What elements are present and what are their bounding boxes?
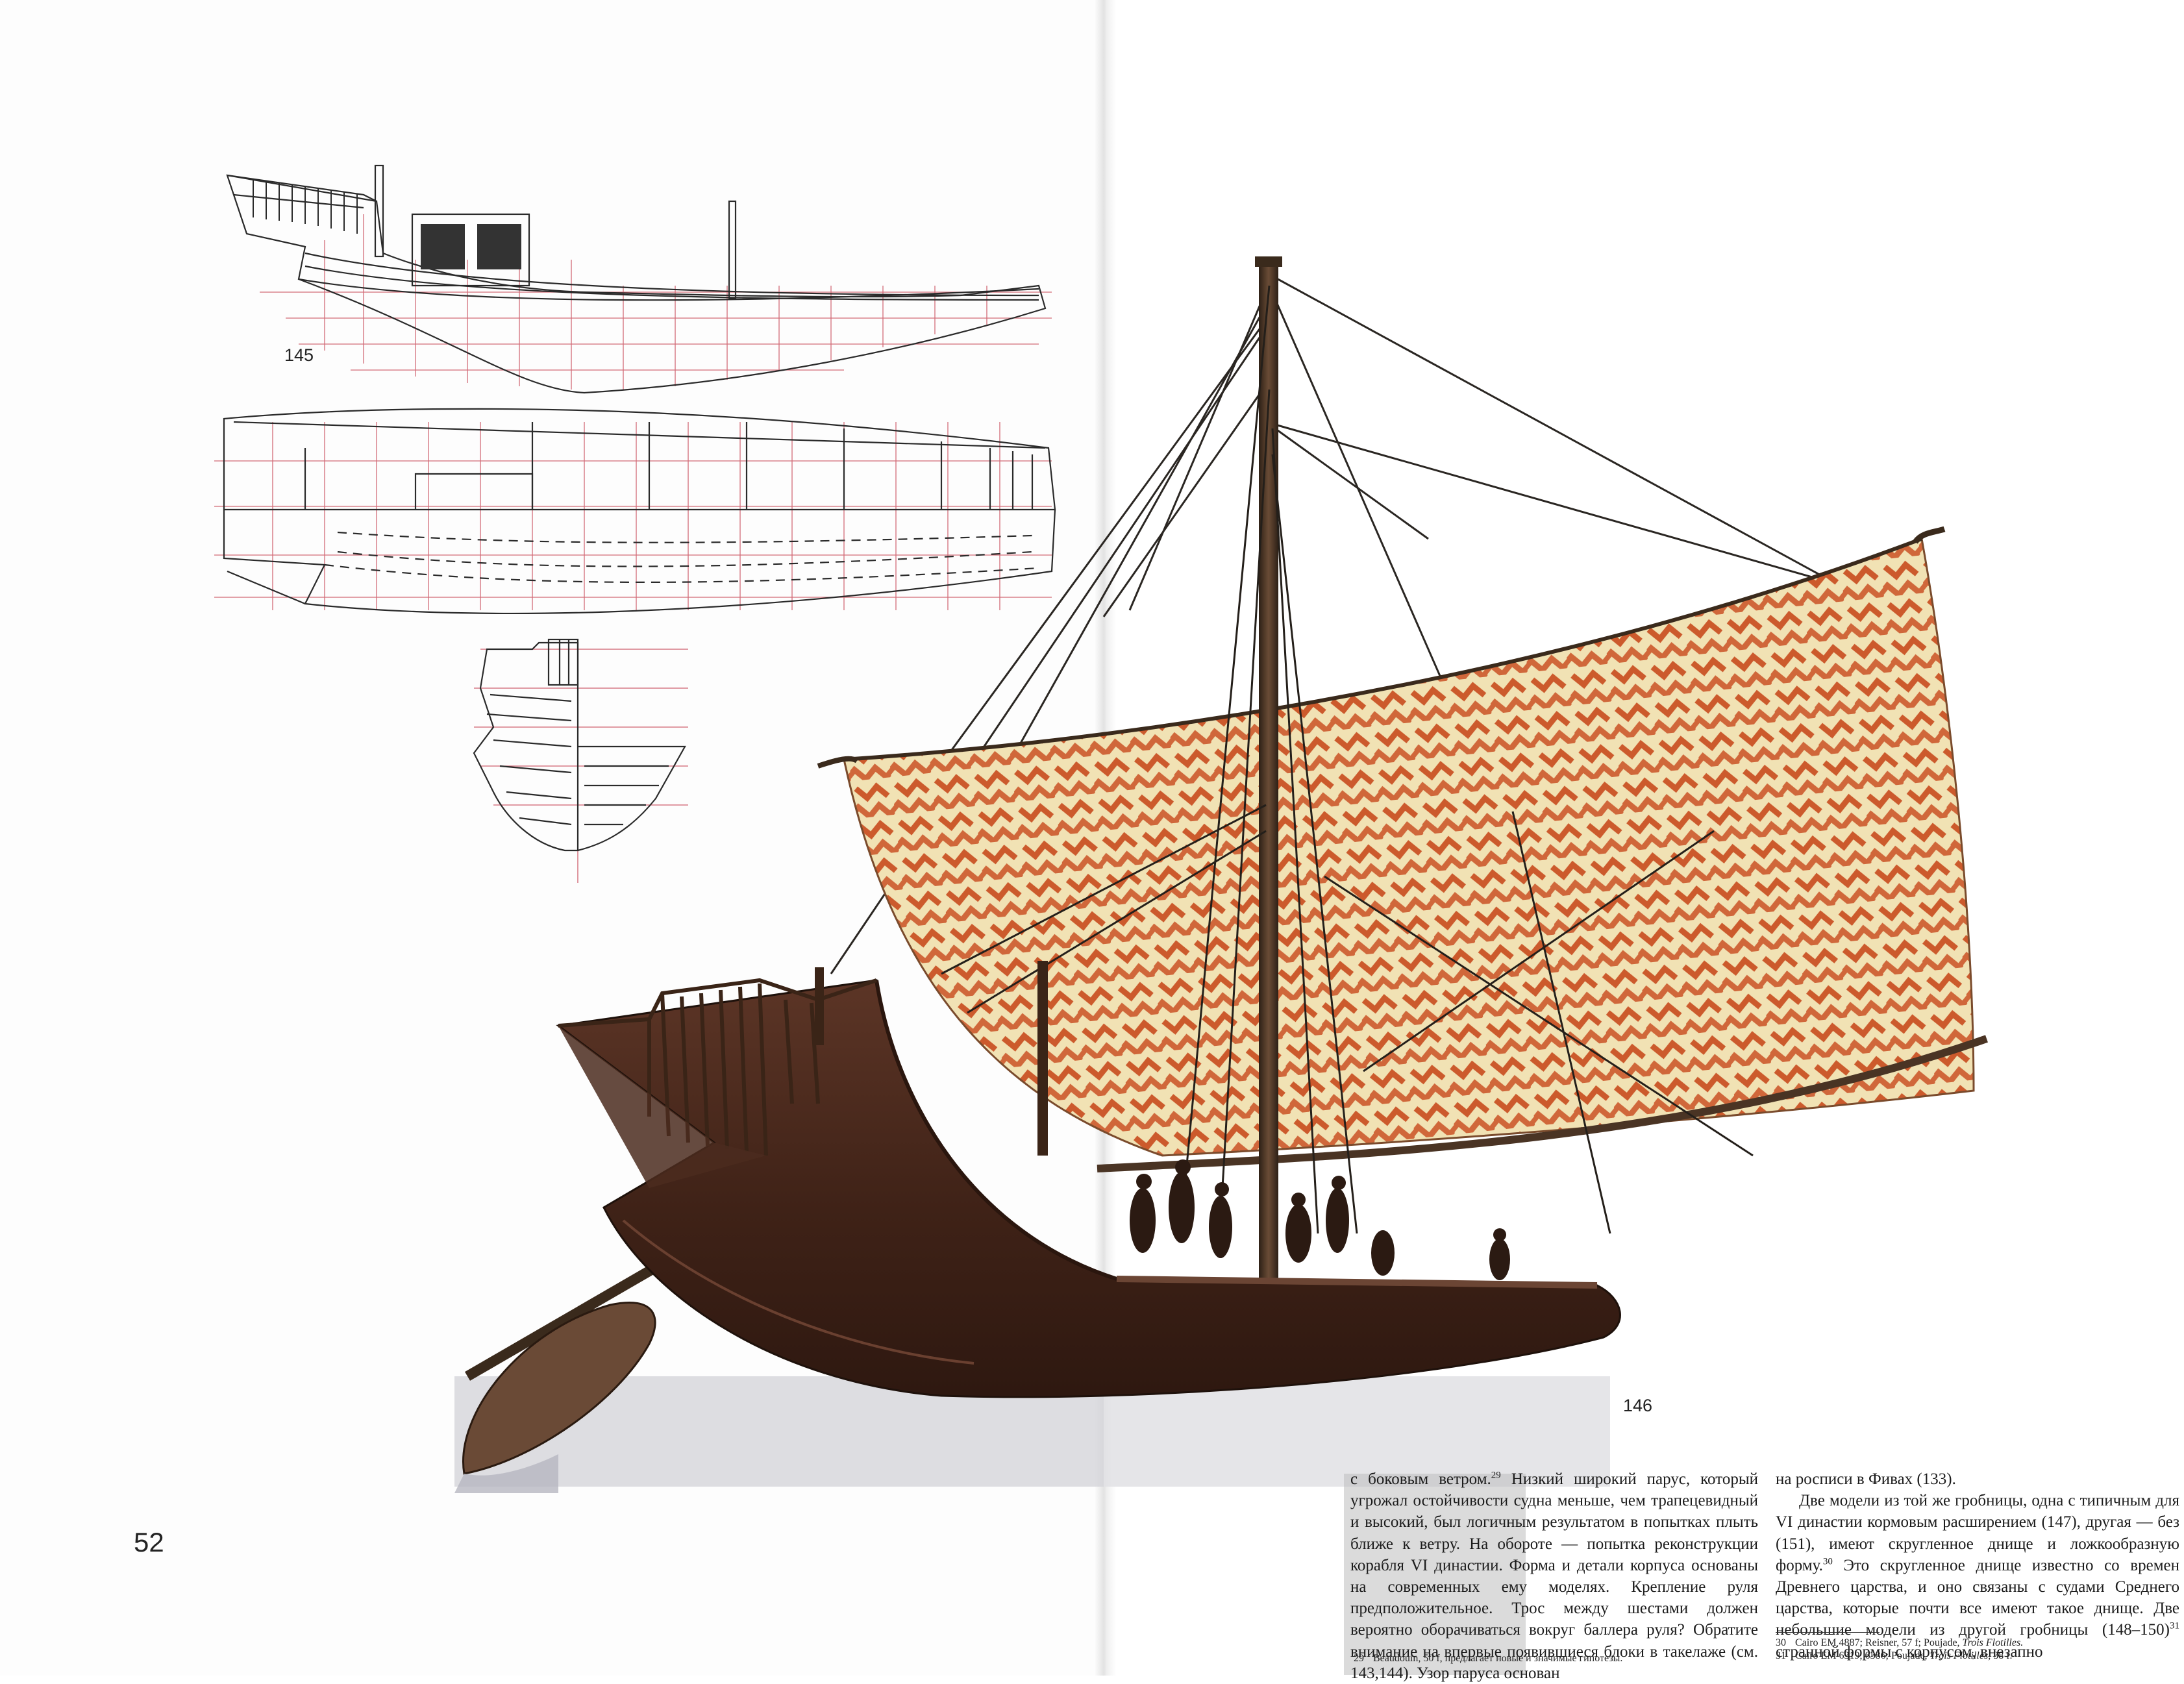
- fig-145-cross-section: [473, 638, 688, 883]
- col2-text-a: Две модели из той же гробницы, одна с ти…: [1776, 1492, 2179, 1574]
- footnote-31-pages: 38 f.: [1991, 1650, 2013, 1661]
- footnote-ref-31: 31: [2170, 1621, 2179, 1632]
- footnote-29-text: Beaudouin, 50 f, предлагает новые и знач…: [1373, 1653, 1623, 1664]
- fig-145-side-profile: [226, 164, 1052, 394]
- footnote-ref-29: 29: [1491, 1470, 1501, 1481]
- footnote-31: 31 Cairo EM 6319, 6386; Poujade, Trois Fl…: [1776, 1650, 2178, 1663]
- footnote-31-title: Trois Flotilles,: [1930, 1650, 1991, 1661]
- text-column-1: с боковым ветром.29 Низкий широкий парус…: [1350, 1468, 1758, 1684]
- footnote-rule: [1776, 1632, 1880, 1633]
- scan-shadow: [1344, 1474, 1526, 1675]
- col2-text-b: Это скругленное днище известно со времен…: [1776, 1556, 2179, 1639]
- footnote-30-text: Cairo EM 4887; Reisner, 57 f; Poujade,: [1795, 1637, 1963, 1648]
- col1-paragraph: с боковым ветром.29 Низкий широкий парус…: [1350, 1468, 1758, 1684]
- sail: [843, 537, 1975, 1157]
- footnote-30-title: Trois Flotilles.: [1962, 1637, 2024, 1648]
- footnote-31-text: Cairo EM 6319, 6386; Poujade,: [1795, 1650, 1930, 1661]
- page-number: 52: [134, 1527, 164, 1557]
- figure-146-label: 146: [1623, 1396, 1653, 1415]
- footnote-31-number: 31: [1776, 1650, 1786, 1661]
- col1-text-b: Низкий широкий парус, который угрожал ос…: [1350, 1470, 1758, 1682]
- fig-145-plan-view: [214, 408, 1056, 615]
- col2-paragraph-1: на росписи в Фивах (133).: [1776, 1470, 1956, 1488]
- fig-146-ship-reconstruction: [454, 256, 1988, 1493]
- footnote-ref-30: 30: [1822, 1556, 1833, 1567]
- footnote-29: 29 Beaudouin, 50 f, предлагает новые и зн…: [1354, 1652, 1756, 1665]
- figure-145-label: 145: [284, 345, 314, 365]
- footnote-30-number: 30: [1776, 1637, 1786, 1648]
- footnotes-right: 30 Cairo EM 4887; Reisner, 57 f; Poujade,…: [1776, 1632, 2178, 1663]
- text-column-2: на росписи в Фивах (133). Две модели из …: [1776, 1468, 2179, 1663]
- footnote-30: 30 Cairo EM 4887; Reisner, 57 f; Poujade,…: [1776, 1637, 2178, 1650]
- footnote-29-number: 29: [1354, 1653, 1364, 1664]
- col1-text-a: с боковым ветром.: [1350, 1470, 1491, 1488]
- steering-oar-blade: [462, 1301, 656, 1475]
- col2-paragraph-2: Две модели из той же гробницы, одна с ти…: [1776, 1490, 2179, 1663]
- col2-text-c: странной формы с корпусом, внезапно: [1776, 1642, 2043, 1661]
- footnotes-left: 29 Beaudouin, 50 f, предлагает новые и зн…: [1354, 1652, 1756, 1665]
